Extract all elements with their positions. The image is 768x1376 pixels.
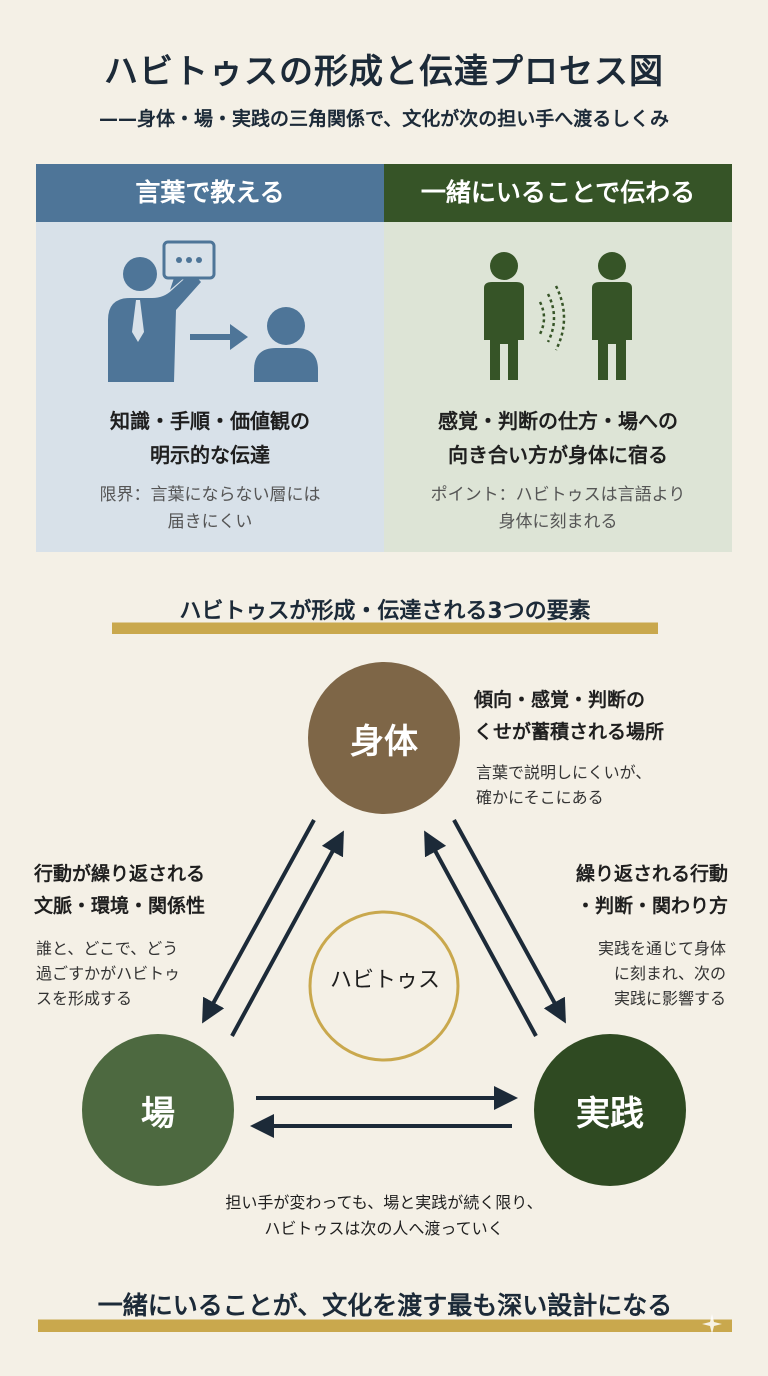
verbal-teaching-panel: 言葉で教える 知識・手順・価値観の 明示的な伝達 限界：言葉にならない層には 届…: [36, 164, 384, 552]
presence-learning-heading: 一緒にいることで伝わる: [384, 164, 732, 222]
practice-description: 繰り返される行動 ・判断・関わり方: [575, 863, 728, 917]
speaker-icon: [108, 257, 201, 382]
field-node-label: 場: [141, 1094, 175, 1134]
body-node-label: 身体: [350, 722, 418, 762]
listener-icon: [254, 307, 318, 382]
verbal-teaching-description: 知識・手順・価値観の 明示的な伝達: [110, 409, 310, 467]
continuity-footnote: 担い手が変わっても、場と実践が続く限り、 ハビトゥスは次の人へ渡っていく: [225, 1193, 543, 1238]
person-icon: [592, 252, 632, 380]
presence-learning-illustration: [484, 252, 632, 380]
arrow-right-icon: [190, 324, 248, 350]
habitus-core-ring: [308, 910, 460, 1062]
body-subdescription: 言葉で説明しにくいが、 確かにそこにある: [476, 763, 652, 807]
sparkle-icon: [702, 1314, 722, 1334]
page-title: ハビトゥスの形成と伝達プロセス図: [104, 52, 664, 92]
conclusion-banner: 一緒にいることが、文化を渡す最も深い設計になる: [38, 1288, 732, 1332]
habitus-core-label: ハビトゥス: [329, 968, 440, 993]
body-practice-arrows: [424, 819, 566, 1037]
practice-node: [534, 1034, 686, 1186]
verbal-teaching-limit-note: 限界：言葉にならない層には 届きにくい: [99, 485, 321, 532]
person-icon: [484, 252, 524, 380]
field-practice-arrows: [250, 1086, 518, 1138]
practice-node-label: 実践: [576, 1094, 644, 1134]
presence-learning-point-note: ポイント：ハビトゥスは言語より 身体に刻まれる: [430, 485, 686, 532]
presence-learning-panel: 一緒にいることで伝わる 感覚・判断の仕方・場への 向き合い方が身体に宿る ポイン…: [384, 164, 732, 552]
habitus-triangle-diagram: [82, 662, 686, 1186]
three-elements-heading: ハビトゥスが形成・伝達される3つの要素: [112, 596, 658, 634]
presence-learning-description: 感覚・判断の仕方・場への 向き合い方が身体に宿る: [438, 409, 678, 467]
body-node: [308, 662, 460, 814]
verbal-teaching-illustration: [108, 240, 318, 382]
field-subdescription: 誰と、どこで、どう 過ごすかがハビトゥ スを形成する: [36, 939, 181, 1008]
speech-bubble-icon: [162, 240, 216, 290]
body-field-arrows: [202, 819, 344, 1037]
practice-subdescription: 実践を通じて身体 に刻まれ、次の 実践に影響する: [597, 939, 726, 1008]
body-description: 傾向・感覚・判断の くせが蓄積される場所: [474, 689, 665, 743]
resonance-waves-icon: [538, 285, 566, 351]
field-description: 行動が繰り返される 文脈・環境・関係性: [34, 863, 206, 917]
field-node: [82, 1034, 234, 1186]
verbal-teaching-heading: 言葉で教える: [36, 164, 384, 222]
page-subtitle: ——身体・場・実践の三角関係で、文化が次の担い手へ渡るしくみ: [98, 108, 669, 130]
